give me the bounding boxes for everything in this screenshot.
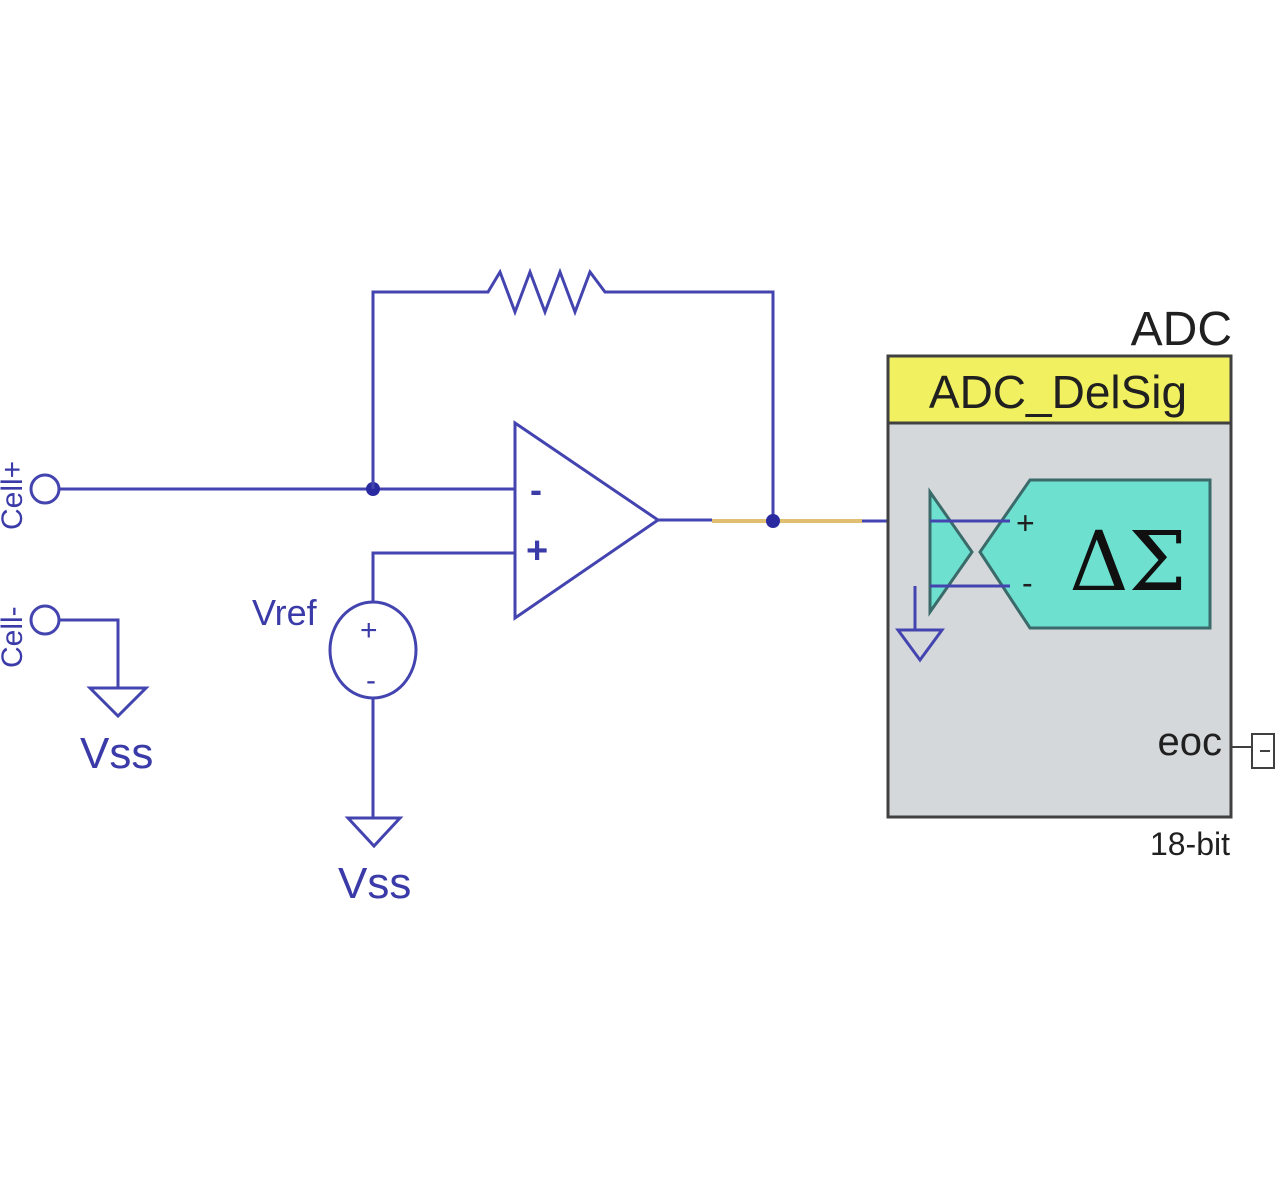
vref-label: Vref [252, 592, 318, 633]
cell-minus-terminal [29, 604, 61, 636]
cell-minus-wire [59, 618, 120, 688]
source-minus-label: - [366, 664, 376, 697]
source-plus-label: + [360, 614, 378, 647]
cell-plus-label: Cell+ [0, 461, 29, 530]
eoc-label: eoc [1158, 720, 1223, 764]
cell-plus-terminal [29, 473, 61, 505]
opamp-plus-label: + [526, 530, 548, 572]
ground-mid-icon [344, 816, 404, 849]
vref-wire [371, 551, 515, 606]
adc-in-plus: + [1016, 505, 1035, 541]
opamp-minus-label: - [530, 469, 542, 510]
vss-mid-label: Vss [338, 859, 411, 908]
adc-resolution: 18-bit [1150, 826, 1230, 862]
cell-minus-label: Cell- [0, 606, 29, 668]
feedback-wire [371, 267, 775, 521]
adc-in-minus: - [1022, 565, 1033, 601]
vss-left-label: Vss [80, 729, 153, 778]
opamp-icon [513, 420, 661, 621]
ground-left-icon [86, 686, 150, 719]
adc-header [886, 354, 1233, 425]
adc-name: ADC_DelSig [929, 366, 1187, 418]
ground-adc-icon [895, 628, 945, 663]
delta-sigma-icon [913, 478, 1212, 630]
adc-title: ADC [1131, 303, 1232, 356]
junction-output [766, 514, 780, 528]
delta-sigma-symbol: ΔΣ [1069, 515, 1186, 610]
